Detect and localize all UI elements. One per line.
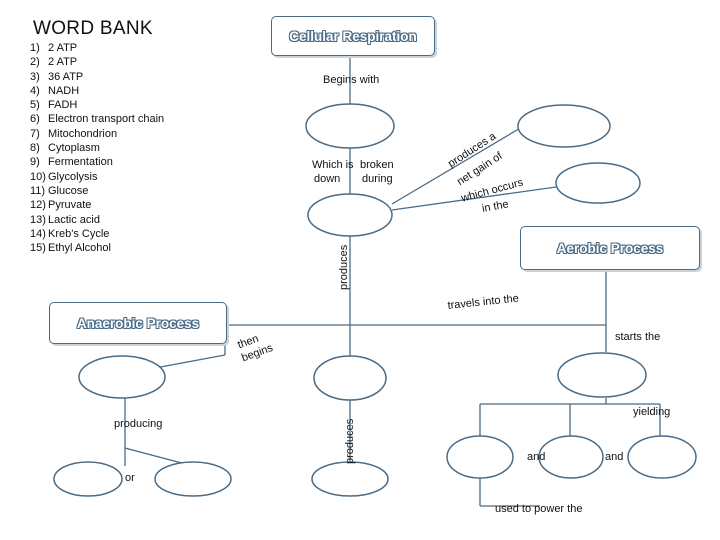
word-bank-item: 15)Ethyl Alcohol bbox=[30, 241, 164, 255]
label-producing: producing bbox=[114, 418, 163, 430]
word-bank-item-text: Pyruvate bbox=[48, 199, 92, 212]
word-bank-item-text: Glucose bbox=[48, 184, 89, 197]
connector-line bbox=[391, 186, 557, 211]
blank-ellipse-center bbox=[313, 355, 387, 401]
word-bank-item: 6) Electron transport chain bbox=[30, 112, 164, 126]
word-bank-item-number: 10) bbox=[30, 170, 46, 183]
word-bank-item-number: 9) bbox=[30, 156, 40, 169]
word-bank-item: 4) NADH bbox=[30, 84, 164, 98]
word-bank-item: 10)Glycolysis bbox=[30, 170, 164, 184]
blank-ellipse-bottom-left-1 bbox=[53, 461, 123, 497]
aerobic-process-box: Aerobic Process bbox=[520, 226, 700, 270]
blank-ellipse-bottom-2 bbox=[538, 435, 604, 479]
connector-line bbox=[154, 354, 226, 369]
word-bank-item-text: Kreb's Cycle bbox=[48, 227, 110, 240]
blank-ellipse-start bbox=[305, 103, 395, 149]
word-bank-item: 9) Fermentation bbox=[30, 155, 164, 169]
blank-ellipse-breakdown bbox=[307, 193, 393, 237]
word-bank-item-text: FADH bbox=[48, 99, 78, 112]
word-bank-item: 7) Mitochondrion bbox=[30, 127, 164, 141]
label-down: down bbox=[314, 173, 341, 185]
label-broken: broken bbox=[360, 159, 394, 171]
word-bank-item-text: Glycolysis bbox=[48, 170, 98, 183]
word-bank-item-number: 11) bbox=[30, 184, 46, 197]
cellular-respiration-box: Cellular Respiration bbox=[271, 16, 435, 56]
connector-line bbox=[391, 126, 523, 205]
blank-ellipse-bottom-left-2 bbox=[154, 461, 232, 497]
word-bank-item-number: 15) bbox=[30, 242, 46, 255]
label-begins-with: Begins with bbox=[323, 74, 380, 86]
label-or: or bbox=[125, 472, 135, 484]
anaerobic-process-box: Anaerobic Process bbox=[49, 302, 227, 344]
word-bank-item-text: NADH bbox=[48, 84, 80, 97]
blank-ellipse-mid-right bbox=[555, 162, 641, 204]
word-bank-item: 12)Pyruvate bbox=[30, 198, 164, 212]
cellular-respiration-heading: Cellular Respiration bbox=[289, 28, 417, 44]
blank-ellipse-bottom-1 bbox=[446, 435, 514, 479]
word-bank-item-text: Fermentation bbox=[48, 156, 113, 169]
word-bank-item-number: 4) bbox=[30, 84, 40, 97]
word-bank-item-text: Cytoplasm bbox=[48, 142, 100, 155]
word-bank-item-text: Ethyl Alcohol bbox=[48, 242, 111, 255]
word-bank-title: WORD BANK bbox=[33, 18, 153, 39]
label-used-to-power-the: used to power the bbox=[495, 503, 583, 515]
word-bank-item-number: 7) bbox=[30, 127, 40, 140]
word-bank-item-number: 2) bbox=[30, 56, 40, 69]
word-bank-item-text: 2 ATP bbox=[48, 56, 78, 69]
aerobic-process-heading: Aerobic Process bbox=[556, 240, 664, 256]
label-which-is: Which is bbox=[312, 159, 354, 171]
word-bank-item: 8) Cytoplasm bbox=[30, 141, 164, 155]
word-bank-item: 2) 2 ATP bbox=[30, 55, 164, 69]
word-bank-item: 13)Lactic acid bbox=[30, 213, 164, 227]
label-starts-the: starts the bbox=[615, 331, 661, 343]
blank-ellipse-aerobic-right bbox=[557, 352, 647, 398]
blank-ellipse-bottom-3 bbox=[627, 435, 697, 479]
label-produces-bottom: produces bbox=[344, 418, 356, 464]
label-and-1: and bbox=[527, 451, 546, 463]
word-bank-item-number: 6) bbox=[30, 113, 40, 126]
word-bank-item-number: 12) bbox=[30, 199, 46, 212]
word-bank-item-number: 5) bbox=[30, 99, 40, 112]
label-yielding: yielding bbox=[633, 406, 671, 418]
word-bank-item-number: 8) bbox=[30, 142, 40, 155]
label-and-2: and bbox=[605, 451, 624, 463]
blank-ellipse-anaerobic-left bbox=[78, 355, 166, 399]
blank-ellipse-top-right bbox=[517, 104, 611, 148]
word-bank-item: 3) 36 ATP bbox=[30, 70, 164, 84]
anaerobic-process-heading: Anaerobic Process bbox=[76, 315, 200, 331]
label-during: during bbox=[362, 173, 393, 185]
word-bank-item-text: Lactic acid bbox=[48, 213, 100, 226]
word-bank-item-text: Electron transport chain bbox=[48, 113, 165, 126]
label-produces-top: produces bbox=[338, 244, 350, 290]
word-bank-item: 1) 2 ATP bbox=[30, 41, 164, 55]
word-bank-item: 14)Kreb's Cycle bbox=[30, 227, 164, 241]
word-bank-item: 5) FADH bbox=[30, 98, 164, 112]
word-bank-item: 11)Glucose bbox=[30, 184, 164, 198]
word-bank-item-number: 1) bbox=[30, 42, 40, 54]
word-bank-list: 1) 2 ATP 2) 2 ATP 3) 36 ATP 4) NADH 5) FADH 6) Elec… bbox=[30, 41, 164, 255]
word-bank-item-text: 36 ATP bbox=[48, 70, 84, 83]
word-bank-item-text: Mitochondrion bbox=[48, 127, 118, 140]
word-bank-item-number: 13) bbox=[30, 213, 46, 226]
word-bank-item-text: 2 ATP bbox=[48, 42, 78, 54]
blank-ellipse-bottom-center bbox=[311, 461, 389, 497]
word-bank-item-number: 14) bbox=[30, 227, 46, 240]
word-bank-item-number: 3) bbox=[30, 70, 40, 83]
